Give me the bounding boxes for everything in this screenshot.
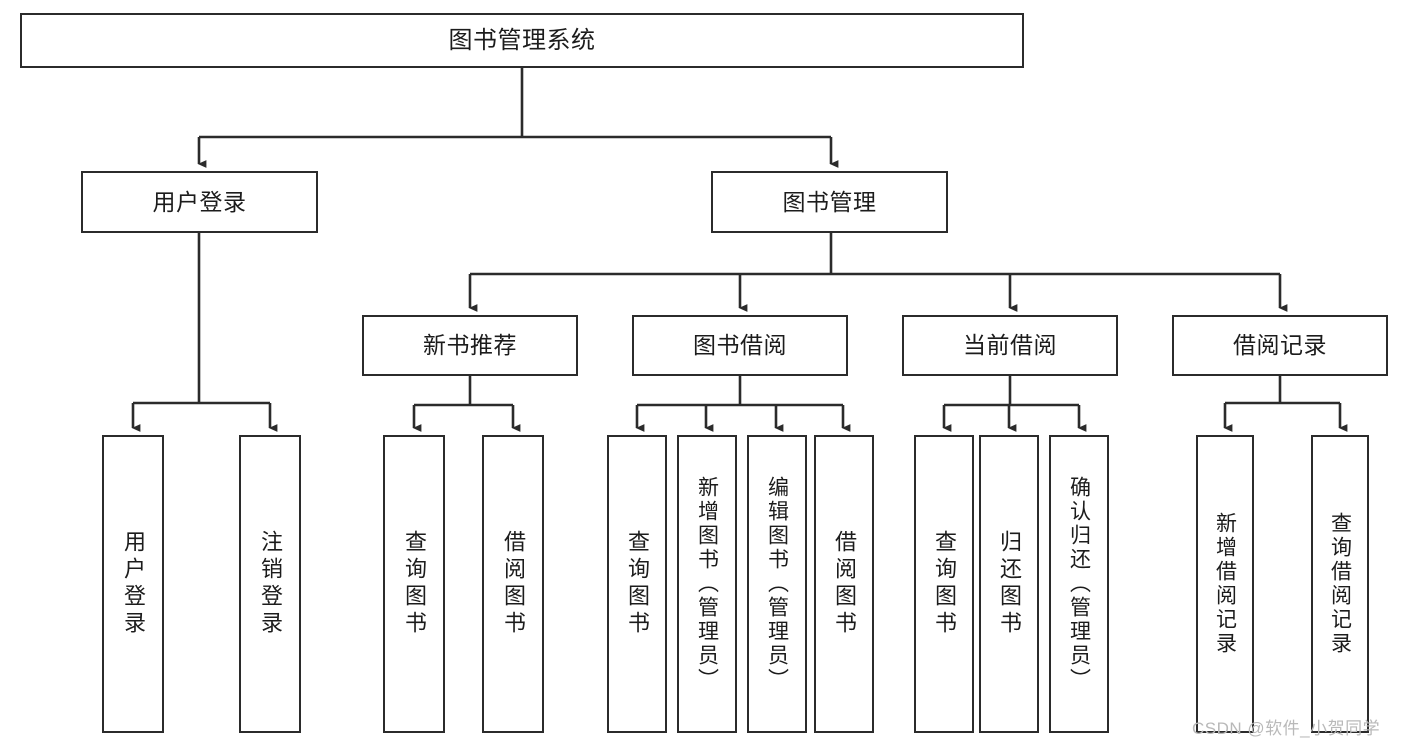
node-user-login[interactable]: 用户登录 [81,171,318,233]
leaf-query-borrow-record[interactable]: 查询借阅记录 [1311,435,1369,733]
node-book-management[interactable]: 图书管理 [711,171,948,233]
node-label: 编辑图书（管理员） [765,476,789,692]
node-label: 新增借阅记录 [1213,512,1237,656]
node-label: 查询图书 [932,530,957,638]
node-label: 查询图书 [625,530,650,638]
leaf-return-book[interactable]: 归还图书 [979,435,1039,733]
node-label: 注销登录 [258,530,283,638]
node-label: 确认归还（管理员） [1067,476,1091,692]
node-label: 查询借阅记录 [1328,512,1352,656]
leaf-add-book-admin[interactable]: 新增图书（管理员） [677,435,737,733]
node-label: 新增图书（管理员） [695,476,719,692]
node-book-borrow[interactable]: 图书借阅 [632,315,848,376]
leaf-borrow-book-borrow[interactable]: 借阅图书 [814,435,874,733]
node-new-book-recommend[interactable]: 新书推荐 [362,315,578,376]
leaf-query-book-recommend[interactable]: 查询图书 [383,435,445,733]
node-label: 借阅图书 [832,530,857,638]
node-label: 新书推荐 [423,332,517,358]
node-label: 查询图书 [402,530,427,638]
node-label: 归还图书 [997,530,1022,638]
leaf-query-book-borrow[interactable]: 查询图书 [607,435,667,733]
leaf-confirm-return-admin[interactable]: 确认归还（管理员） [1049,435,1109,733]
node-label: 借阅图书 [501,530,526,638]
node-label: 用户登录 [121,530,146,638]
node-label: 当前借阅 [963,332,1057,358]
node-current-borrow[interactable]: 当前借阅 [902,315,1118,376]
leaf-logout-login[interactable]: 注销登录 [239,435,301,733]
node-label: 图书管理 [782,188,877,215]
node-root-book-management-system[interactable]: 图书管理系统 [20,13,1024,68]
leaf-user-login[interactable]: 用户登录 [102,435,164,733]
node-label: 用户登录 [152,188,247,215]
csdn-watermark: CSDN @软件_小贺同学 [1192,719,1381,738]
leaf-edit-book-admin[interactable]: 编辑图书（管理员） [747,435,807,733]
leaf-borrow-book-recommend[interactable]: 借阅图书 [482,435,544,733]
node-label: 借阅记录 [1233,332,1327,358]
node-label: 图书借阅 [693,332,787,358]
node-label: 图书管理系统 [448,26,596,54]
node-borrow-record[interactable]: 借阅记录 [1172,315,1388,376]
leaf-query-book-current[interactable]: 查询图书 [914,435,974,733]
leaf-add-borrow-record[interactable]: 新增借阅记录 [1196,435,1254,733]
